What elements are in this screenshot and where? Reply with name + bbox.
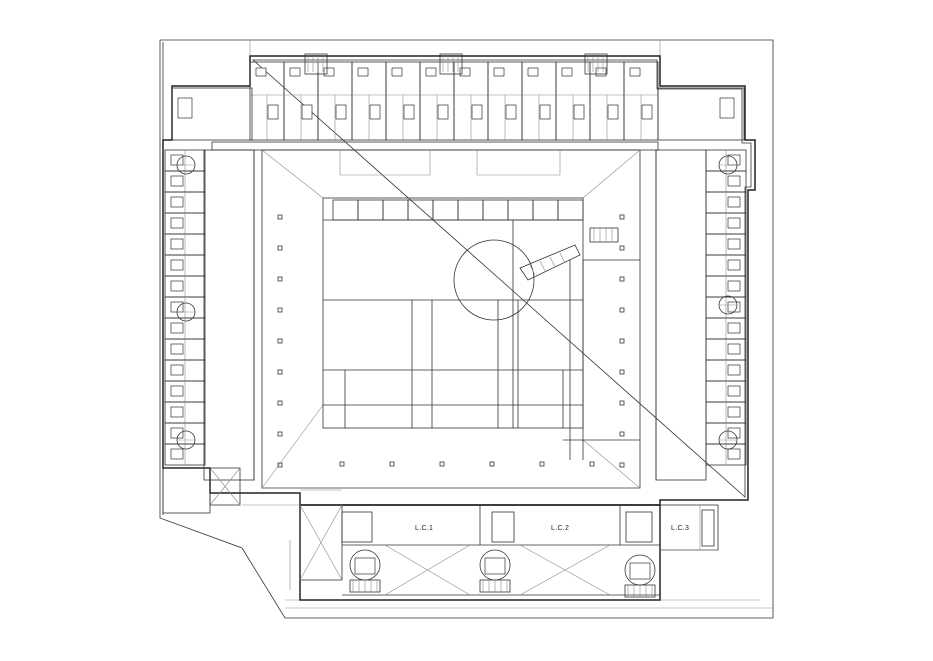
east-wing-units xyxy=(705,149,747,466)
courtyard-bays xyxy=(332,199,584,221)
stair-cores xyxy=(349,549,656,598)
commercial-unit-2-label: L.C.2 xyxy=(551,525,569,532)
north-wing-units xyxy=(171,53,745,141)
west-wing-units xyxy=(164,149,206,466)
commercial-unit-1-label: L.C.1 xyxy=(415,525,433,532)
commercial-unit-3-label: L.C.3 xyxy=(671,525,689,532)
corridor-lines xyxy=(203,141,707,481)
commercial-block xyxy=(162,467,719,601)
column-grid xyxy=(277,214,625,468)
courtyard-ramp xyxy=(519,227,619,281)
